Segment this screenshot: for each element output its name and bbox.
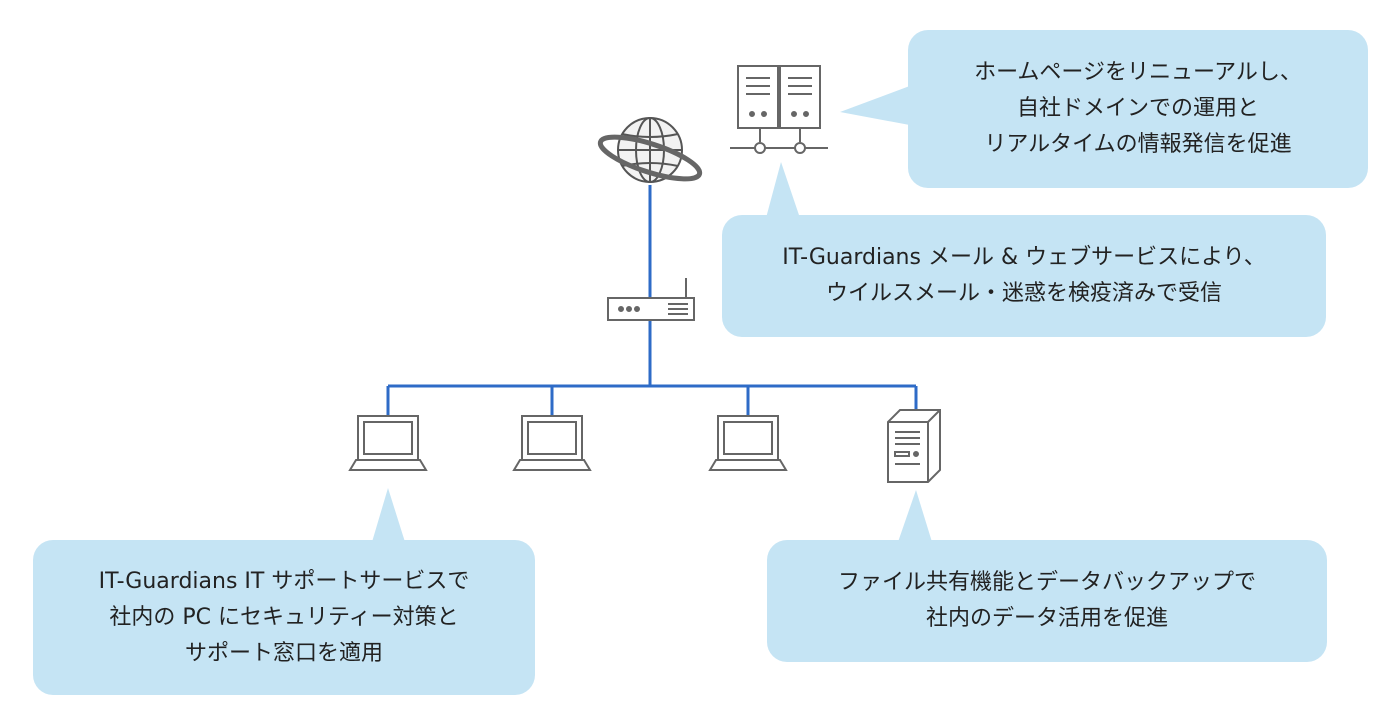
- callout-line: 社内の PC にセキュリティー対策と: [109, 604, 459, 630]
- callout-line: 自社ドメインでの運用と: [1016, 96, 1259, 121]
- laptop-icon: [348, 415, 428, 471]
- callout-line: 社内のデータ活用を促進: [925, 606, 1168, 631]
- callout-line: ファイル共有機能とデータバックアップで: [837, 570, 1256, 595]
- web-server-icon: [730, 65, 828, 154]
- laptop-icon: [708, 415, 788, 471]
- callout-line: ホームページをリニューアルし、: [974, 60, 1302, 85]
- laptop-icon: [512, 415, 592, 471]
- callout-line: リアルタイムの情報発信を促進: [984, 132, 1292, 157]
- homepage-callout-tail: [840, 84, 915, 126]
- callout-line: IT-Guardians メール & ウェブサービスにより、: [782, 245, 1266, 270]
- mail-web-callout: IT-Guardians メール & ウェブサービスにより、 ウイルスメール・迷…: [722, 215, 1326, 337]
- globe-icon: [597, 117, 703, 183]
- file-share-callout-tail: [898, 490, 932, 542]
- router-icon: [607, 278, 695, 321]
- mail-web-callout-tail: [766, 162, 800, 218]
- it-support-callout-tail: [372, 488, 405, 542]
- callout-line: サポート窓口を適用: [184, 640, 383, 666]
- file-share-callout: ファイル共有機能とデータバックアップで 社内のデータ活用を促進: [767, 540, 1327, 662]
- tower-server-icon: [887, 409, 941, 483]
- homepage-callout: ホームページをリニューアルし、 自社ドメインでの運用と リアルタイムの情報発信を…: [908, 30, 1368, 188]
- callout-line: ウイルスメール・迷惑を検疫済みで受信: [825, 281, 1222, 306]
- callout-line: IT-Guardians IT サポートサービスで: [98, 568, 470, 594]
- network-lines: [386, 185, 918, 416]
- it-support-callout: IT-Guardians IT サポートサービスで 社内の PC にセキュリティ…: [33, 540, 535, 695]
